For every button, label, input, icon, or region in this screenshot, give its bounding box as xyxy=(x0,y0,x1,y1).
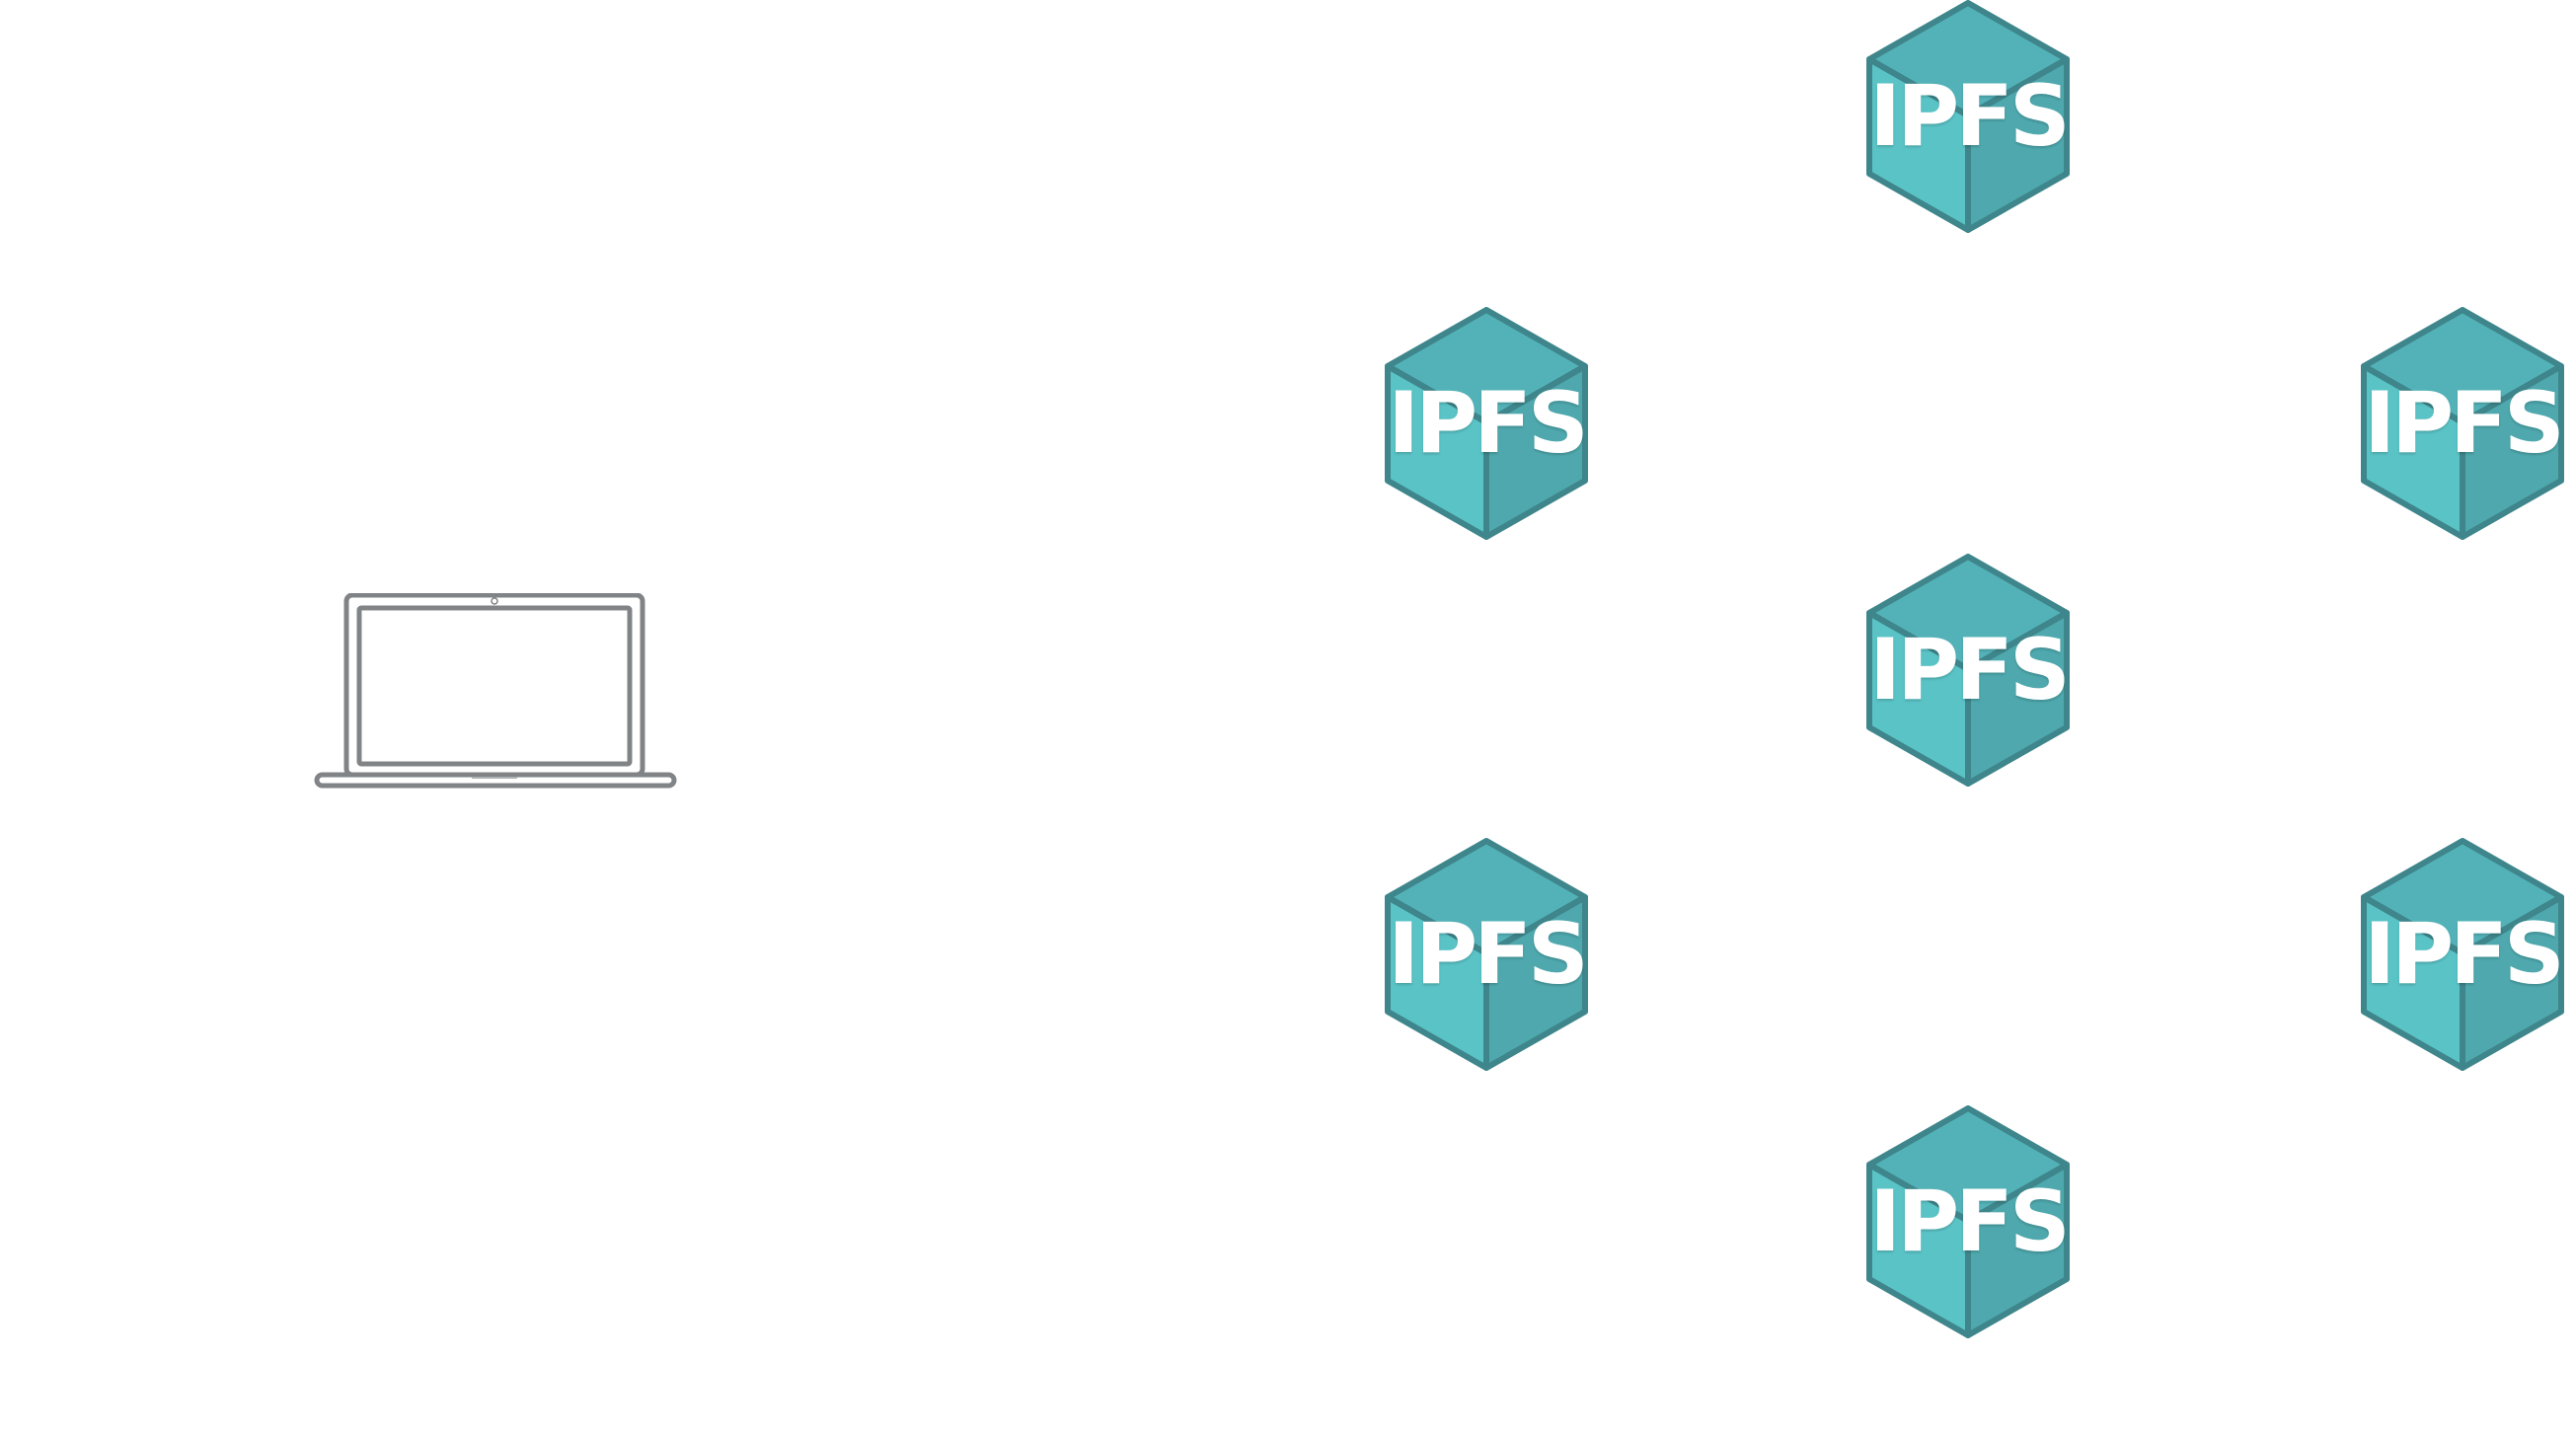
ipfs-cube-icon xyxy=(2361,307,2564,540)
ipfs-cube-icon xyxy=(1866,0,2070,233)
laptop-icon xyxy=(314,593,679,791)
ipfs-cube-icon xyxy=(1866,1105,2070,1338)
node-label: IPFS xyxy=(1869,621,2071,719)
ipfs-node-upper-right: IPFS xyxy=(2361,307,2565,540)
ipfs-node-lower-right: IPFS xyxy=(2361,838,2565,1071)
ipfs-node-bottom: IPFS xyxy=(1866,1105,2071,1338)
node-label: IPFS xyxy=(1869,1172,2071,1271)
node-label: IPFS xyxy=(2364,374,2565,473)
ipfs-cube-icon xyxy=(1385,307,1588,540)
ipfs-cube-icon xyxy=(1866,554,2070,787)
ipfs-node-center: IPFS xyxy=(1866,554,2071,787)
ipfs-node-top: IPFS xyxy=(1866,0,2071,233)
node-label: IPFS xyxy=(1388,374,1589,473)
node-label: IPFS xyxy=(1869,67,2071,166)
ipfs-cube-icon xyxy=(1385,838,1588,1071)
ipfs-node-upper-left: IPFS xyxy=(1385,307,1589,540)
node-label: IPFS xyxy=(2364,905,2565,1004)
ipfs-node-lower-left: IPFS xyxy=(1385,838,1589,1071)
ipfs-cube-icon xyxy=(2361,838,2564,1071)
node-label: IPFS xyxy=(1388,905,1589,1004)
